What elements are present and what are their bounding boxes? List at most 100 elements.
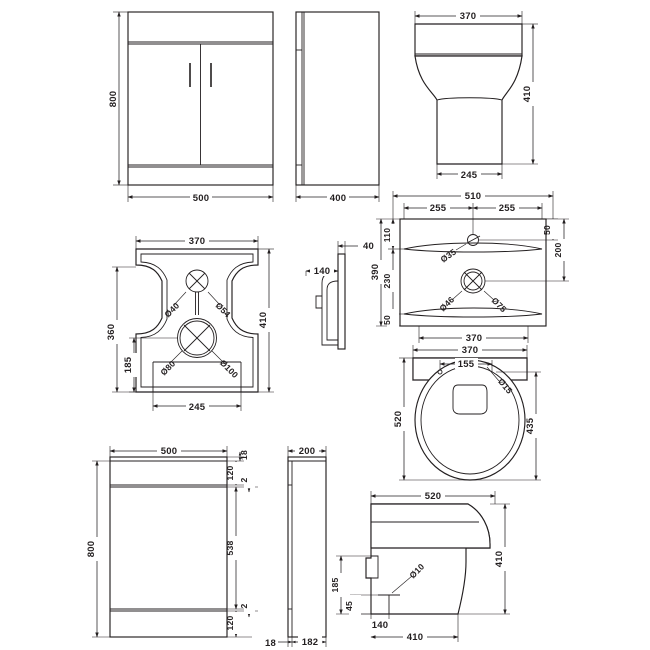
dim-wc-h-bg xyxy=(91,537,103,561)
leader-d80 xyxy=(169,350,183,364)
leader-basin-front-35 xyxy=(455,243,467,251)
basin-front-body xyxy=(399,218,547,327)
wc-unit-body xyxy=(109,456,228,638)
view-wc-unit-front: 500 800 18 120 2 538 120 xyxy=(86,444,258,638)
dim-tp-155-bg xyxy=(455,358,478,369)
basin-plan-waste-x2 xyxy=(183,324,211,352)
dim-wc-538-bg xyxy=(230,536,242,560)
dim-wc-w-bg xyxy=(157,444,181,456)
dim-vanity-depth-bg xyxy=(327,191,349,203)
dim-wc-unit-gap-upper: 2 xyxy=(239,477,249,482)
dim-basin-front-left-bottom: 50 xyxy=(382,315,392,325)
dim-wc-120u-bg xyxy=(230,462,242,484)
toilet-front-cistern-top xyxy=(414,23,523,57)
dim-bf-110-bg xyxy=(387,224,399,246)
basin-front-waste-x2 xyxy=(463,271,483,291)
basin-front-tap-slash xyxy=(466,235,481,244)
dim-bs-d-bg xyxy=(310,265,334,276)
dim-tp-w-bg xyxy=(458,343,482,355)
dim-bp-w-bg xyxy=(185,234,209,246)
basin-side-bowl xyxy=(326,280,339,341)
dim-bf-50r-bg xyxy=(547,219,559,239)
dim-wc-2u-bg xyxy=(244,470,255,488)
dim-toilet-front-top-width: 370 xyxy=(460,11,476,22)
dim-toilet-front-height: 410 xyxy=(522,86,533,102)
dim-bp-d-bg xyxy=(263,308,275,332)
leader-d54 xyxy=(207,291,221,306)
dim-basin-front-half-left: 255 xyxy=(430,203,447,214)
dim-basin-front-right-total: 200 xyxy=(553,243,563,258)
dim-vanity-width-bg xyxy=(190,191,212,203)
toilet-side-cistern xyxy=(370,503,491,549)
leader-d100 xyxy=(211,350,226,365)
basin-plan-outline xyxy=(135,248,259,393)
view-vanity-side: 400 xyxy=(295,11,380,204)
dim-wc-unit-height: 800 xyxy=(86,541,97,557)
dim-ts-410-bg xyxy=(499,547,511,571)
dim-ts-140-bg xyxy=(368,619,392,630)
view-wc-unit-side: 200 18 182 xyxy=(265,444,327,649)
dim-bf-255a-bg xyxy=(427,201,450,213)
dim-basin-front-overall-width: 510 xyxy=(465,191,481,202)
dim-toilet-side-outlet-height: 45 xyxy=(344,601,354,611)
dim-tf-b-bg xyxy=(458,168,481,179)
dim-bp-base-bg xyxy=(186,400,209,411)
dim-toilet-side-inlet-height: 185 xyxy=(330,578,340,593)
dim-tp-435-bg xyxy=(530,414,542,438)
toilet-front-waist xyxy=(436,97,503,101)
dim-basin-plan-base: 245 xyxy=(189,402,206,413)
dim-basin-plan-depth: 410 xyxy=(258,312,269,328)
dim-ts-520-bg xyxy=(421,489,445,501)
dim-wc-unit-top-thickness: 18 xyxy=(239,450,249,460)
dim-toilet-side-length: 520 xyxy=(425,491,441,502)
dim-wc-unit-side-back-panel: 18 xyxy=(265,638,276,649)
leader-d40 xyxy=(173,291,187,306)
dim-toilet-side-base-length: 410 xyxy=(407,632,423,643)
dim-basin-front-right-top: 50 xyxy=(542,225,552,235)
dim-bf-200-bg xyxy=(558,239,570,261)
dim-toilet-side-outlet-offset: 140 xyxy=(372,620,388,631)
dim-wcs-182-bg xyxy=(298,635,322,647)
dim-tf-tw-bg xyxy=(456,9,480,21)
dim-tp-520-bg xyxy=(398,407,410,431)
basin-front-waste-inner xyxy=(463,271,483,291)
dim-bf-390-bg xyxy=(375,260,387,284)
view-toilet-front: 370 410 245 xyxy=(414,9,539,181)
toilet-plan-flush-plate xyxy=(452,384,488,415)
view-basin-side: 40 140 xyxy=(305,241,374,350)
view-basin-plan: Ø40 Ø54 Ø80 Ø100 370 410 360 185 xyxy=(106,234,275,413)
dim-toilet-plan-hole-offset: 155 xyxy=(458,359,475,370)
leader-toilet-side-10 xyxy=(391,575,413,594)
dim-bf-50l-bg xyxy=(387,309,399,329)
dim-ts-45-bg xyxy=(349,595,361,615)
dim-toilet-plan-top-width: 370 xyxy=(462,345,478,356)
dim-toilet-front-base-width: 245 xyxy=(461,170,478,181)
dim-basin-plan-width: 370 xyxy=(189,236,205,247)
basin-plan-inner xyxy=(140,253,254,388)
dim-basin-side-depth: 140 xyxy=(314,266,330,277)
dim-bp-185-bg xyxy=(128,353,140,377)
toilet-plan-seat-outer xyxy=(414,359,526,481)
leader-toilet-plan-15 xyxy=(486,366,500,382)
dim-wc-unit-side-depth: 200 xyxy=(299,446,315,457)
dim-wc-2l-bg xyxy=(244,596,255,614)
dim-bf-370-bg xyxy=(462,332,486,343)
dim-wc-18-bg xyxy=(244,444,255,464)
dim-basin-plan-360: 360 xyxy=(106,324,117,340)
dim-wc-unit-upper-panel: 120 xyxy=(225,466,235,481)
dim-basin-front-left-total: 390 xyxy=(370,264,381,280)
dim-basin-front-half-right: 255 xyxy=(499,203,516,214)
view-toilet-side: Ø10 520 410 185 45 140 41 xyxy=(330,489,511,643)
dim-wcs-200-bg xyxy=(295,444,319,456)
dim-bf-255b-bg xyxy=(496,201,519,213)
dim-basin-side-lip: 40 xyxy=(363,241,374,252)
dim-wc-unit-gap-lower: 2 xyxy=(239,603,249,608)
dim-wc-unit-door-panel: 538 xyxy=(225,541,235,556)
leader-basin-front-75 xyxy=(483,290,495,301)
dim-wc-unit-lower-panel: 120 xyxy=(225,616,235,631)
toilet-front-body xyxy=(414,55,523,165)
dim-vanity-height: 800 xyxy=(108,91,119,107)
dim-ts-base-bg xyxy=(403,631,427,642)
dim-tf-h-bg xyxy=(527,82,539,106)
